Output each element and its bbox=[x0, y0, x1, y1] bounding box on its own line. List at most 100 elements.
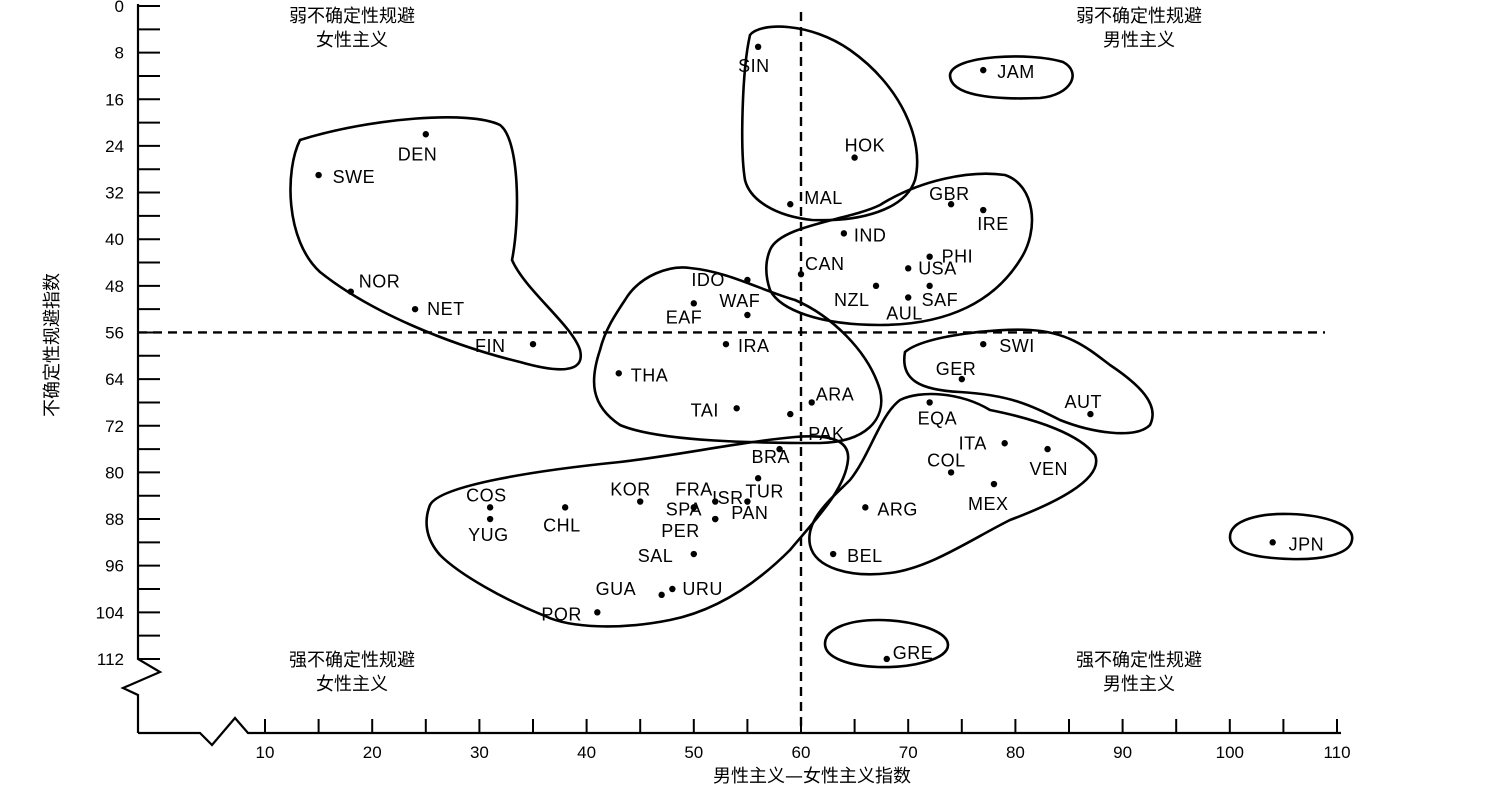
x-tick-label: 50 bbox=[684, 743, 703, 762]
data-point bbox=[926, 282, 933, 290]
data-label: DEN bbox=[398, 144, 438, 164]
data-label: MAL bbox=[804, 188, 843, 208]
y-tick-label: 88 bbox=[105, 510, 124, 529]
data-point bbox=[840, 230, 848, 237]
data-point bbox=[422, 131, 429, 138]
data-point-group: IRA bbox=[722, 336, 769, 356]
data-point-group: ARA bbox=[808, 384, 854, 406]
cluster-outlines bbox=[289, 25, 1354, 669]
data-point bbox=[851, 154, 858, 161]
data-point bbox=[905, 265, 912, 272]
data-point-group: FIN bbox=[475, 336, 537, 356]
data-label: FRA bbox=[675, 480, 713, 500]
data-point bbox=[980, 66, 987, 74]
data-point bbox=[486, 515, 494, 523]
data-label: GER bbox=[936, 359, 977, 379]
data-point bbox=[797, 270, 805, 278]
data-point bbox=[926, 253, 933, 260]
data-label: CAN bbox=[805, 254, 845, 274]
cluster-germanic bbox=[902, 328, 1154, 435]
quadrant-labels: 弱不确定性规避女性主义弱不确定性规避男性主义强不确定性规避女性主义强不确定性规避… bbox=[289, 6, 1202, 695]
data-point bbox=[315, 171, 322, 179]
data-point-group: THA bbox=[615, 365, 668, 385]
data-point-group: SAF bbox=[922, 282, 959, 310]
data-label: TAI bbox=[691, 400, 719, 420]
cluster-greece bbox=[823, 618, 950, 669]
data-point bbox=[883, 655, 890, 663]
data-point-group: GUA bbox=[596, 579, 665, 599]
data-point bbox=[829, 550, 837, 558]
data-point-group: EAF bbox=[666, 300, 702, 327]
data-point-group: SIN bbox=[738, 43, 770, 76]
data-label: JAM bbox=[997, 62, 1035, 82]
data-point bbox=[754, 43, 762, 51]
data-point bbox=[615, 370, 622, 377]
data-point-group: ISR bbox=[712, 475, 762, 508]
quadrant-label: 弱不确定性规避 bbox=[1076, 6, 1202, 27]
data-point-group: TAI bbox=[691, 400, 740, 420]
x-tick-label: 100 bbox=[1216, 743, 1244, 762]
quadrant-label: 男性主义 bbox=[1103, 674, 1175, 695]
data-label: PHI bbox=[942, 247, 974, 267]
data-point bbox=[594, 609, 601, 616]
x-tick-label: 10 bbox=[256, 743, 275, 762]
data-label: FIN bbox=[475, 336, 506, 356]
data-point-group: IDO bbox=[691, 270, 751, 290]
data-label: GBR bbox=[929, 184, 970, 204]
data-point-group: CAN bbox=[797, 254, 845, 278]
data-label: NZL bbox=[834, 290, 870, 310]
x-tick-label: 70 bbox=[899, 743, 918, 762]
data-point bbox=[690, 504, 697, 511]
data-point bbox=[722, 340, 730, 348]
data-point-group: ITA bbox=[959, 433, 1008, 453]
data-label: GUA bbox=[596, 579, 637, 599]
y-tick-label: 16 bbox=[105, 90, 124, 109]
data-point-group: YUG bbox=[468, 515, 508, 545]
data-point-group: SAL bbox=[638, 546, 697, 566]
x-axis-line bbox=[138, 716, 1341, 747]
data-point bbox=[980, 206, 987, 214]
data-point bbox=[690, 550, 697, 558]
data-point bbox=[808, 399, 815, 406]
x-tick-label: 90 bbox=[1113, 743, 1132, 762]
data-point bbox=[787, 201, 794, 208]
data-point-group: WAF bbox=[719, 291, 760, 319]
data-point bbox=[347, 288, 354, 295]
data-label: SAF bbox=[922, 290, 959, 310]
y-tick-label: 64 bbox=[105, 370, 124, 389]
data-point-group: TUR bbox=[744, 482, 783, 505]
data-point-group: MEX bbox=[968, 480, 1008, 514]
data-label: CHL bbox=[543, 515, 581, 535]
data-point bbox=[990, 480, 998, 488]
data-point-group: COS bbox=[466, 485, 507, 511]
data-point bbox=[712, 498, 719, 505]
data-point bbox=[1001, 440, 1008, 447]
data-label: COS bbox=[466, 485, 507, 505]
data-point-group: DEN bbox=[398, 131, 438, 164]
data-point bbox=[658, 591, 665, 599]
data-label: NOR bbox=[359, 272, 401, 292]
y-axis-line bbox=[120, 4, 163, 733]
data-label: HOK bbox=[845, 136, 886, 156]
data-point bbox=[690, 300, 697, 307]
data-point bbox=[754, 475, 762, 482]
data-point bbox=[733, 405, 740, 412]
data-point-group: IRE bbox=[977, 206, 1008, 234]
data-point-group: ARG bbox=[862, 499, 918, 519]
data-point-group: VEN bbox=[1030, 445, 1068, 479]
data-point bbox=[1269, 539, 1276, 546]
data-point bbox=[862, 504, 869, 511]
data-point bbox=[872, 282, 880, 290]
x-tick-label: 30 bbox=[470, 743, 489, 762]
y-tick-label: 112 bbox=[97, 650, 124, 669]
data-label: URU bbox=[682, 579, 723, 599]
data-point-group: BRA bbox=[752, 445, 790, 467]
y-tick-label: 104 bbox=[96, 603, 124, 622]
data-point bbox=[637, 498, 644, 505]
data-label: SIN bbox=[738, 56, 770, 76]
data-point-group: GBR bbox=[929, 184, 970, 208]
data-label: ARG bbox=[877, 499, 918, 519]
x-tick-label: 110 bbox=[1323, 743, 1350, 762]
data-point bbox=[529, 340, 537, 348]
